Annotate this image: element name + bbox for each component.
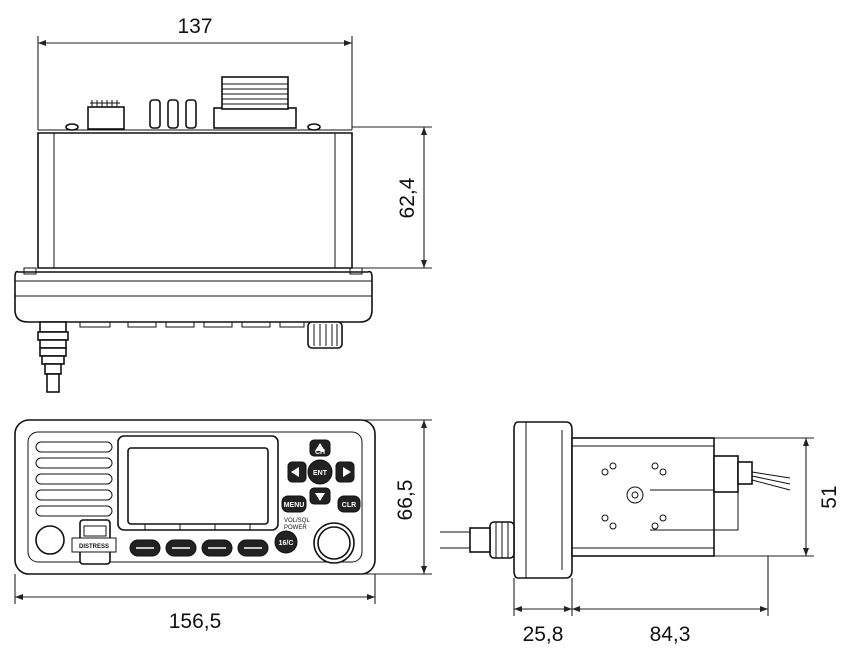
lcd-screen (127, 447, 269, 525)
ch16-label: 16/C (279, 540, 294, 547)
dim-side-height: 51 (818, 485, 841, 508)
dim-side-body-depth: 84,3 (650, 623, 691, 646)
vol-label: VOL/SQL (284, 518, 310, 524)
menu-label: MENU (284, 502, 305, 509)
dim-front-width: 156,5 (169, 610, 222, 633)
clr-label: CLR (342, 502, 356, 509)
softkeys (129, 539, 269, 557)
left-round-button (35, 525, 65, 555)
dim-top-width: 137 (177, 15, 212, 38)
ent-label: ENT (313, 470, 328, 477)
distress-button: DISTRESS (71, 519, 117, 565)
dim-front-height: 66,5 (394, 480, 417, 521)
speaker-grille (35, 441, 113, 517)
power-label: POWER (284, 525, 307, 531)
dpad: CH ENT (287, 439, 355, 505)
cable-connector-top (37, 321, 69, 393)
cable-connector-side (440, 521, 515, 559)
dim-side-front-depth: 25,8 (523, 623, 564, 646)
knob-top-view (307, 321, 343, 349)
svg-text:CH: CH (315, 449, 325, 456)
side-view: 51 25,8 84,3 (440, 421, 841, 646)
top-view: 137 (14, 15, 432, 393)
dim-top-height: 62,4 (396, 177, 419, 218)
front-view: DISTRESS CH ENT MENU CLR VOL/SQL POWER 1… (14, 419, 432, 633)
distress-label: DISTRESS (79, 544, 109, 550)
